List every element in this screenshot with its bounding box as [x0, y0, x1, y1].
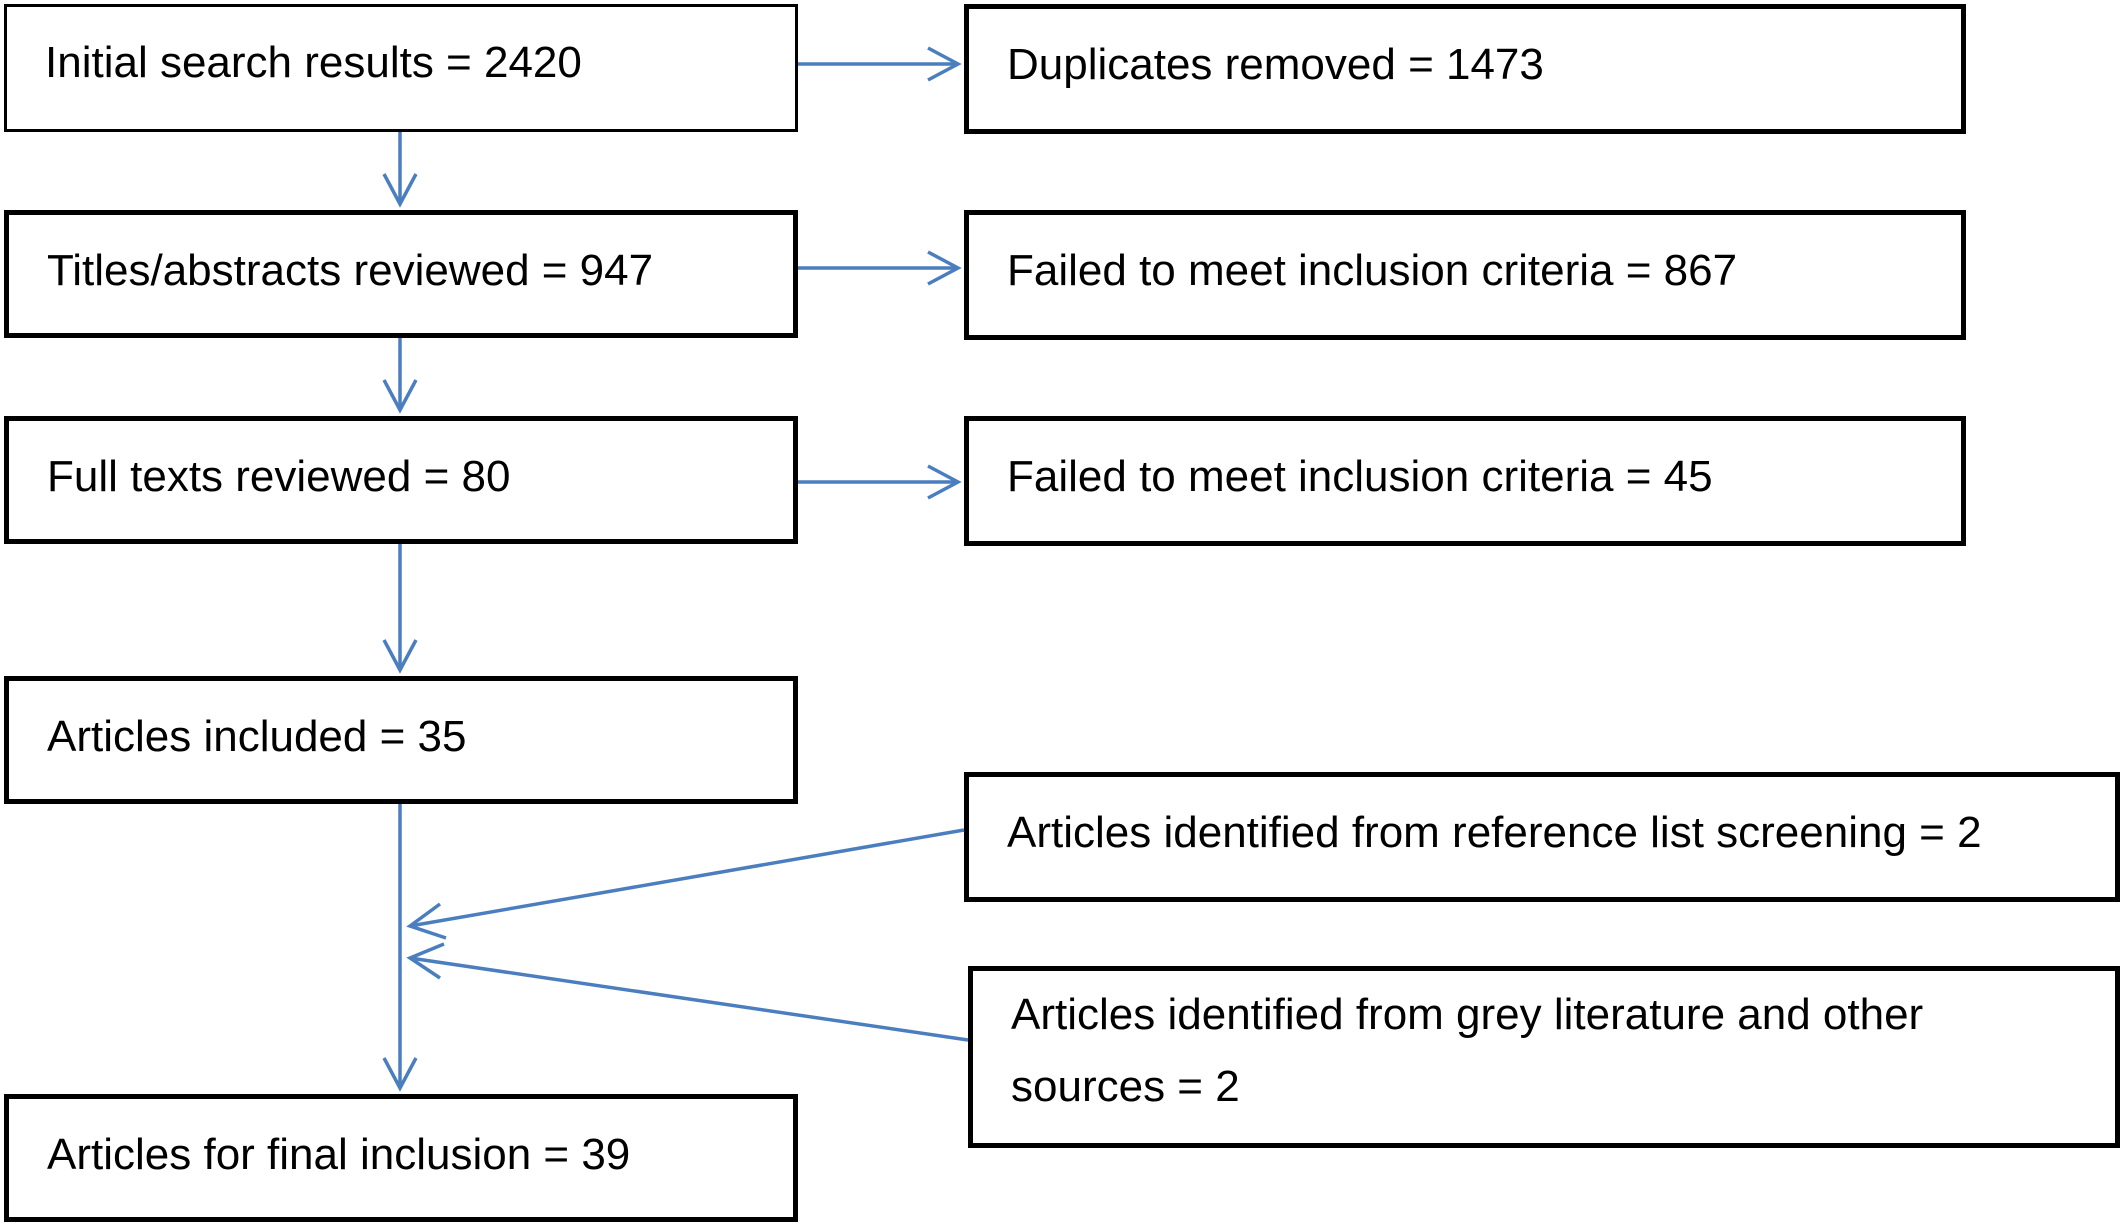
failed-fulltext-box: Failed to meet inclusion criteria = 45	[964, 416, 1966, 546]
final-inclusion-label: Articles for final inclusion = 39	[47, 1130, 631, 1179]
duplicates-removed-box: Duplicates removed = 1473	[964, 4, 1966, 134]
titles-reviewed-box: Titles/abstracts reviewed = 947	[4, 210, 798, 338]
reference-screening-box: Articles identified from reference list …	[964, 772, 2120, 902]
arrow-titles-to-fulltext	[382, 338, 418, 414]
failed-fulltext-label: Failed to meet inclusion criteria = 45	[1007, 452, 1713, 501]
arrow-grey-to-main	[406, 942, 969, 1042]
initial-search-box: Initial search results = 2420	[4, 4, 798, 132]
failed-titles-label: Failed to meet inclusion criteria = 867	[1007, 246, 1738, 295]
arrow-initial-to-duplicates	[798, 46, 962, 82]
fulltext-reviewed-box: Full texts reviewed = 80	[4, 416, 798, 544]
arrow-fulltext-to-failed	[798, 464, 962, 500]
fulltext-reviewed-label: Full texts reviewed = 80	[47, 452, 511, 501]
arrow-titles-to-failed	[798, 250, 962, 286]
arrow-initial-to-titles	[382, 132, 418, 208]
articles-included-box: Articles included = 35	[4, 676, 798, 804]
duplicates-removed-label: Duplicates removed = 1473	[1007, 40, 1544, 89]
arrow-included-to-final	[382, 804, 418, 1092]
grey-literature-box: Articles identified from grey literature…	[968, 966, 2120, 1148]
titles-reviewed-label: Titles/abstracts reviewed = 947	[47, 246, 654, 295]
initial-search-label: Initial search results = 2420	[45, 38, 582, 87]
failed-titles-box: Failed to meet inclusion criteria = 867	[964, 210, 1966, 340]
grey-literature-label: Articles identified from grey literature…	[1011, 990, 1924, 1111]
articles-included-label: Articles included = 35	[47, 712, 467, 761]
arrow-fulltext-to-included	[382, 544, 418, 674]
final-inclusion-box: Articles for final inclusion = 39	[4, 1094, 798, 1222]
arrow-reference-to-main	[406, 828, 965, 940]
reference-screening-label: Articles identified from reference list …	[1007, 808, 1982, 857]
